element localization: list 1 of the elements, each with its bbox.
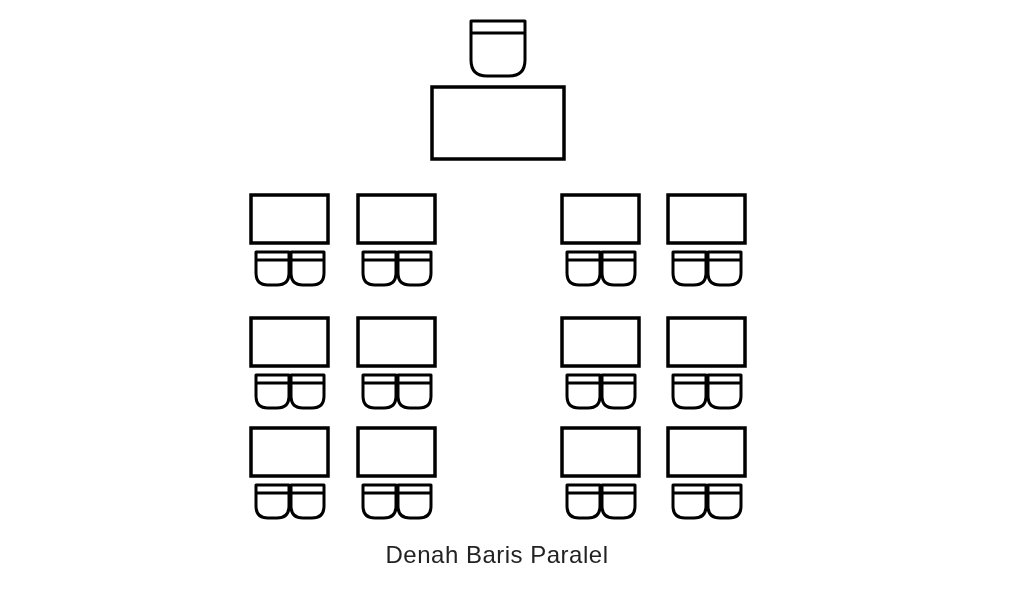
- caption: Denah Baris Paralel: [385, 541, 609, 568]
